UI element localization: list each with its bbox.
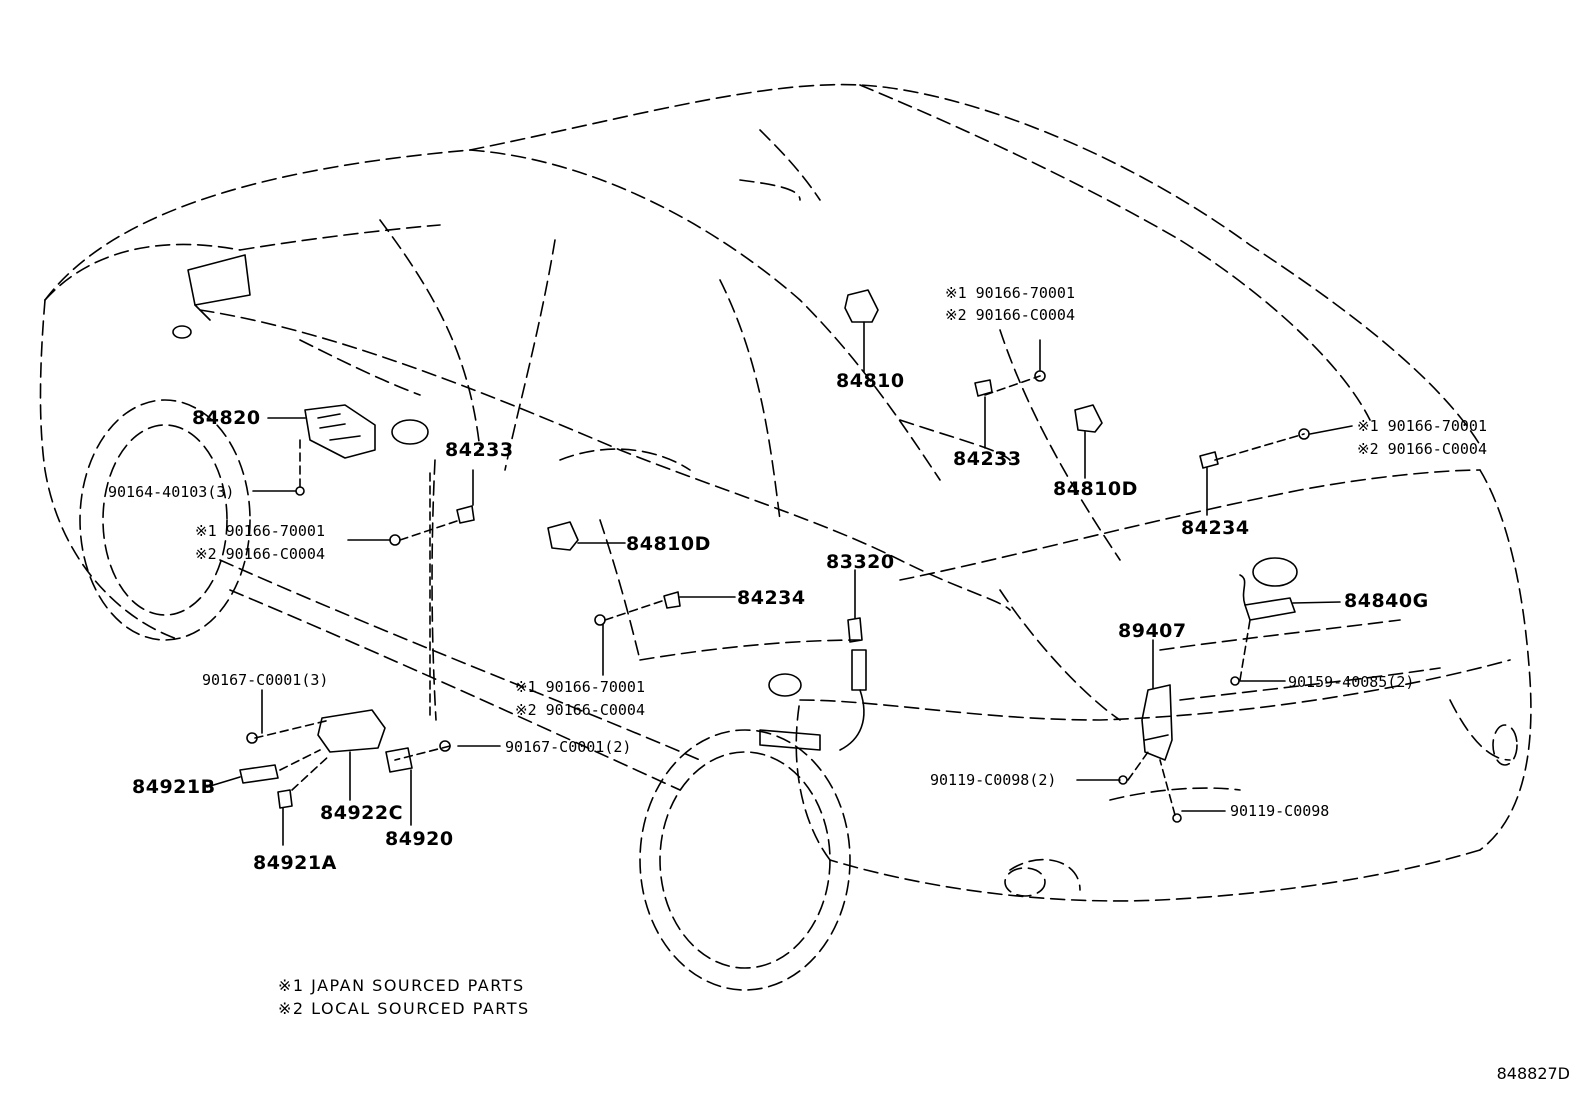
part-label-84234-right: 84234 [1181,517,1250,539]
screw-callout-left-2: ※2 90166-C0004 [195,545,325,563]
screw-callout-top-2: ※2 90166-C0004 [945,306,1075,324]
legend-note-local-sourced: ※2 LOCAL SOURCED PARTS [278,999,530,1018]
part-label-84920: 84920 [385,828,454,850]
part-label-84810d-right: 84810D [1053,478,1138,500]
wheel-phantom-lines [79,399,1518,991]
screw-callout-right-1: ※1 90166-70001 [1357,417,1487,435]
screw-callout-right-2: ※2 90166-C0004 [1357,440,1487,458]
screw-callout-mid-1: ※1 90166-70001 [515,678,645,696]
dashed-leaders [254,375,1305,816]
part-label-90159: 90159-40085(2) [1288,673,1415,691]
part-label-84820: 84820 [192,407,261,429]
part-label-84234-door: 84234 [737,587,806,609]
label-leaders [206,321,1353,846]
part-label-84810d-door: 84810D [626,533,711,555]
part-label-90167-3: 90167-C0001(3) [202,671,329,689]
part-label-89407: 89407 [1118,620,1187,642]
part-label-84233-door: 84233 [445,439,514,461]
part-label-84921a: 84921A [253,852,337,874]
legend-note-japan-sourced: ※1 JAPAN SOURCED PARTS [278,976,525,995]
part-shapes [239,289,1310,823]
car-solid-details [172,254,1298,751]
part-label-83320: 83320 [826,551,895,573]
part-label-90119: 90119-C0098 [1230,802,1330,820]
part-label-90119-2: 90119-C0098(2) [930,771,1057,789]
part-label-84840g: 84840G [1344,590,1429,612]
part-label-84810-top: 84810 [836,370,905,392]
part-label-84921b: 84921B [132,776,216,798]
part-label-90164: 90164-40103(3) [108,483,235,501]
screw-callout-mid-2: ※2 90166-C0004 [515,701,645,719]
part-label-84233-right: 84233 [953,448,1022,470]
car-body-phantom-lines [39,83,1532,902]
part-label-90167-2: 90167-C0001(2) [505,738,632,756]
diagram-code: 848827D [1496,1064,1570,1083]
screw-callout-top-1: ※1 90166-70001 [945,284,1075,302]
screw-callout-left-1: ※1 90166-70001 [195,522,325,540]
part-label-84922c: 84922C [320,802,404,824]
